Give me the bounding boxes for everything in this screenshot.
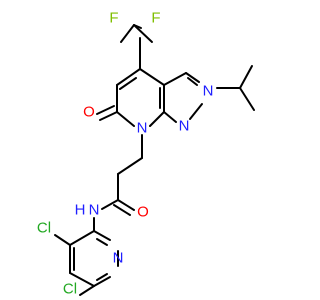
atom-cl1: Cl xyxy=(37,220,51,237)
bond xyxy=(133,24,153,43)
atom-cl2: Cl xyxy=(63,281,77,298)
bond xyxy=(149,111,165,127)
atom-n-pyrazole: N xyxy=(179,118,190,135)
molecule-structure: F F N N N O O N H N Cl Cl xyxy=(37,10,255,298)
bond xyxy=(93,230,111,241)
bond xyxy=(54,234,71,246)
atom-n-isopropyl: N xyxy=(203,83,214,100)
bond xyxy=(120,24,135,43)
bond xyxy=(96,238,108,246)
bond xyxy=(116,111,135,127)
atom-o-pyridone: O xyxy=(83,104,95,121)
atom-n-pyridine: N xyxy=(113,250,124,267)
bond xyxy=(99,111,118,121)
bond xyxy=(101,199,119,210)
bonds xyxy=(54,24,255,296)
bond xyxy=(187,77,198,86)
bond xyxy=(163,72,187,86)
bond xyxy=(189,103,203,120)
atom-n-amide: N xyxy=(89,202,100,219)
bond xyxy=(69,272,95,287)
atom-labels: F F N N N O O N H N Cl Cl xyxy=(37,10,214,298)
atom-f1: F xyxy=(109,10,118,27)
atom-f2: F xyxy=(151,10,160,27)
bond xyxy=(185,72,200,83)
bond xyxy=(119,77,137,90)
molecule-canvas: F F N N N O O N H N Cl Cl xyxy=(37,10,255,298)
bond xyxy=(139,68,165,86)
atom-n-ring: N xyxy=(137,120,148,137)
bond xyxy=(163,111,177,123)
bond xyxy=(117,157,143,175)
bond xyxy=(116,68,141,86)
bond xyxy=(113,204,131,216)
atom-h-amide: H xyxy=(75,202,86,219)
bond xyxy=(79,285,95,296)
atom-o-amide: O xyxy=(137,204,149,221)
bond xyxy=(96,105,115,115)
bond xyxy=(69,230,95,246)
bond xyxy=(117,199,135,211)
bond xyxy=(239,65,253,89)
bond xyxy=(96,273,108,281)
bond xyxy=(133,24,142,29)
bond xyxy=(239,87,255,111)
bond xyxy=(93,276,111,287)
